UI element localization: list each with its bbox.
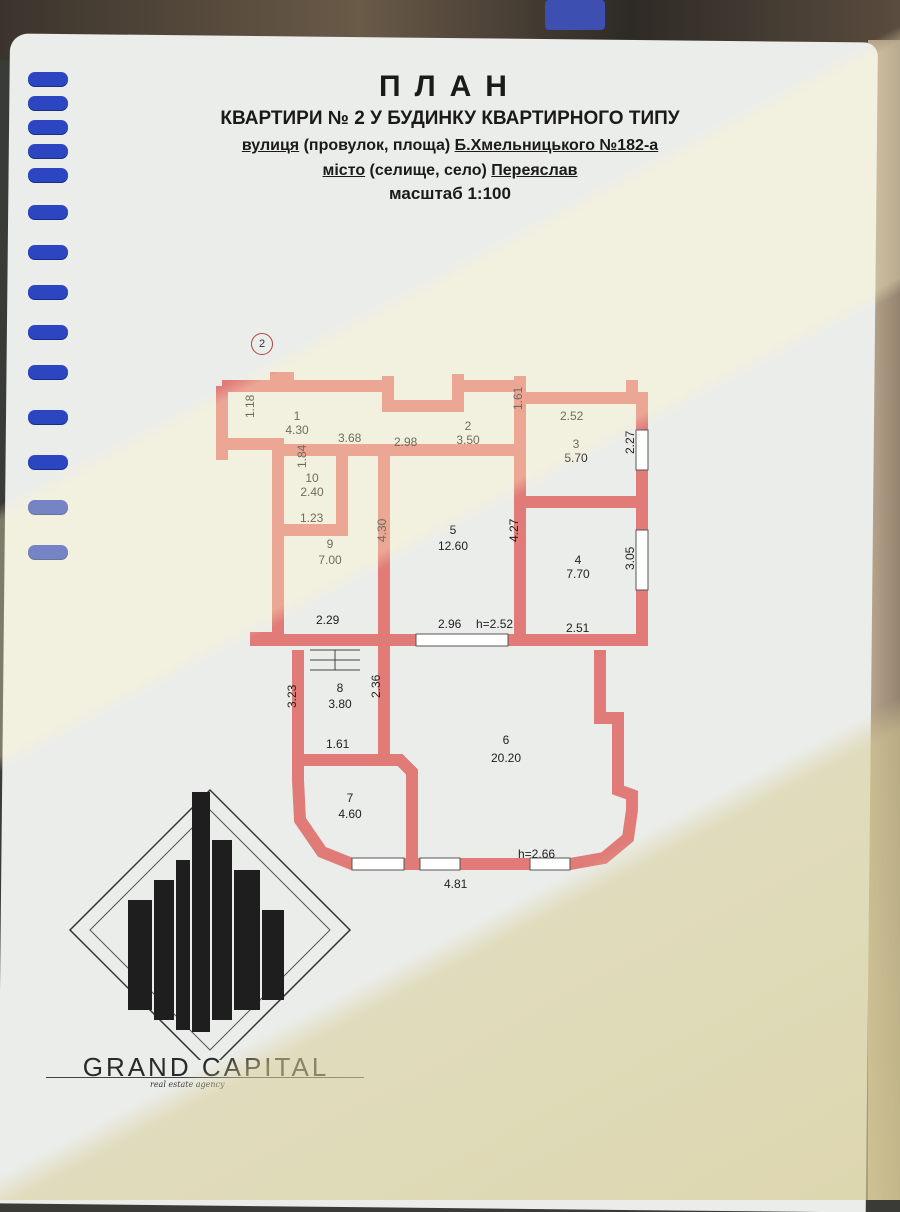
room-number: 2: [465, 419, 472, 433]
room-number: 3: [573, 437, 580, 451]
room-number: 5: [450, 523, 457, 537]
room-area: 20.20: [491, 751, 521, 765]
dimension-label: 1.84: [295, 444, 309, 468]
dimension-label: 2.96: [438, 617, 462, 631]
room-area: 12.60: [438, 539, 468, 553]
dimension-label: 4.30: [375, 518, 389, 542]
room-area: 3.80: [328, 697, 352, 711]
stairs: [310, 649, 360, 671]
room-number: 4: [575, 553, 582, 567]
dimension-label: 2.27: [623, 430, 637, 454]
dimension-label: 2.51: [566, 621, 590, 635]
dimension-label: 4.81: [444, 877, 468, 891]
logo-name: GRAND CAPITAL: [82, 1052, 330, 1082]
dimension-label: 2.36: [369, 674, 383, 698]
room-area: 3.50: [456, 433, 480, 447]
dimension-label: 1.18: [243, 394, 257, 418]
dimension-label: h=2.66: [518, 847, 555, 861]
room-number: 1: [294, 409, 301, 423]
room-number: 9: [327, 537, 334, 551]
dimension-label: 2.52: [560, 409, 584, 423]
dimension-label: h=2.52: [476, 617, 513, 631]
room-number: 8: [337, 681, 344, 695]
dimension-label: 4.27: [507, 518, 521, 542]
room-number: 10: [305, 471, 319, 485]
dimension-label: 1.61: [511, 386, 525, 410]
dimension-label: 3.23: [285, 684, 299, 708]
dimension-label: 2.29: [316, 613, 340, 627]
room-area: 7.70: [566, 567, 590, 581]
logo-underline: [46, 1077, 364, 1078]
room-area: 2.40: [300, 485, 324, 499]
dimension-label: 3.68: [338, 431, 362, 445]
room-area: 4.30: [285, 423, 309, 437]
room-number: 6: [503, 733, 510, 747]
dimension-label: 2.98: [394, 435, 418, 449]
room-area: 7.00: [318, 553, 342, 567]
room-area: 5.70: [564, 451, 588, 465]
logo-tagline: real estate agency: [150, 1080, 225, 1089]
dimension-label: 3.05: [623, 546, 637, 570]
dimension-label: 1.61: [326, 737, 350, 751]
dimension-label: 1.23: [300, 511, 324, 525]
grand-capital-logo: [68, 788, 352, 1060]
